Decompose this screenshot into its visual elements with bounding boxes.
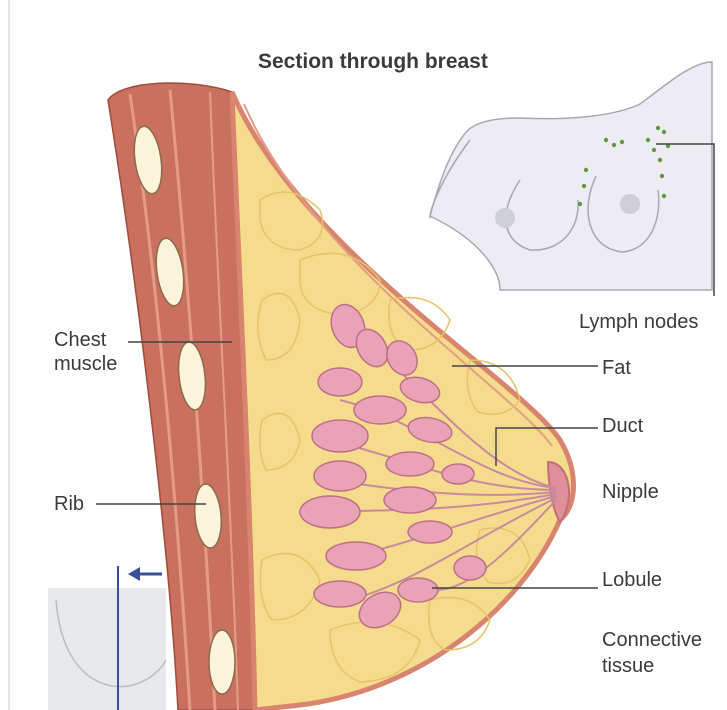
- lobule-label: Lobule: [602, 568, 662, 592]
- duct-label: Duct: [602, 414, 643, 438]
- lymph-nodes-label: Lymph nodes: [579, 310, 698, 334]
- section-arrow-icon: [128, 567, 162, 581]
- rib-label: Rib: [54, 492, 84, 516]
- torso-inset-illustration: [430, 62, 712, 290]
- connective-tissue-label-line1: Connective: [602, 628, 702, 652]
- fat-label: Fat: [602, 356, 631, 380]
- connective-tissue-label-line2: tissue: [602, 654, 654, 678]
- nipple-label: Nipple: [602, 480, 659, 504]
- diagram-title: Section through breast: [258, 50, 488, 74]
- side-view-thumbnail: [48, 566, 166, 710]
- chest-muscle-label-line1: Chest: [54, 328, 106, 352]
- chest-muscle-label-line2: muscle: [54, 352, 117, 376]
